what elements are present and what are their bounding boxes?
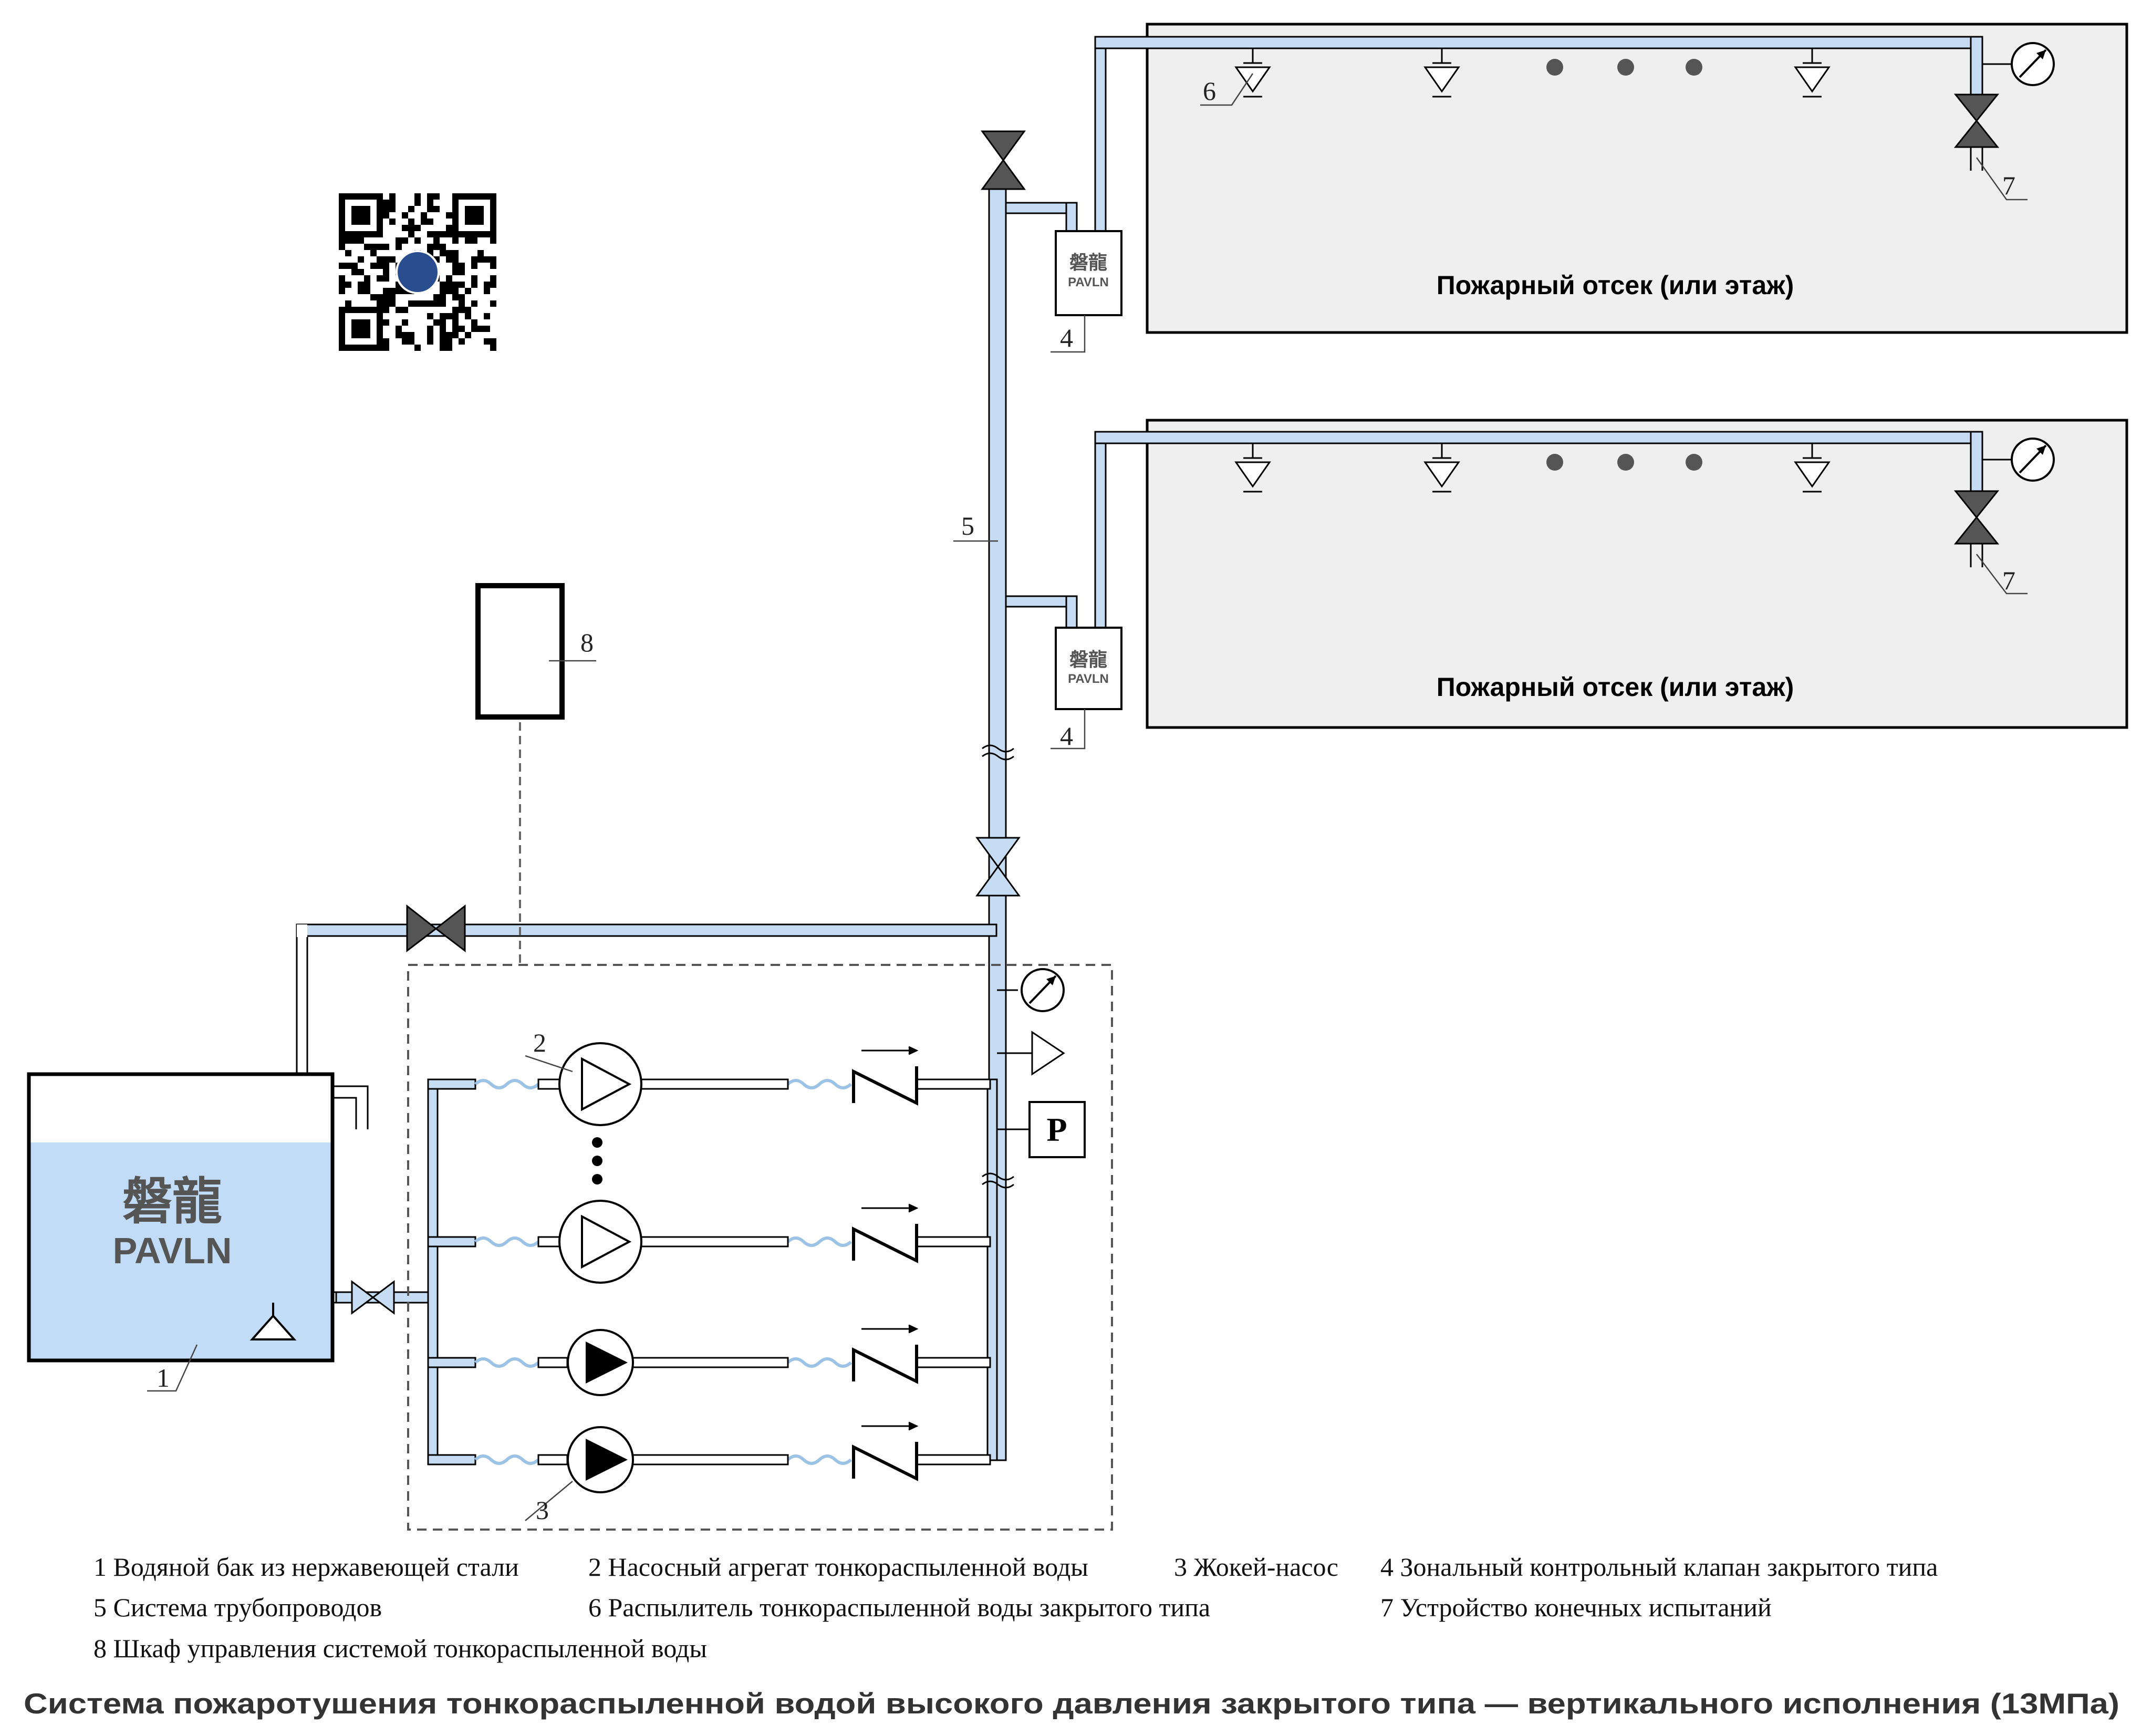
nozzles-lower (1235, 442, 1830, 493)
riser-top-valve (981, 130, 1026, 190)
main-pump-2 (558, 1200, 642, 1284)
legend-item-5: 5 Система трубопроводов (93, 1593, 382, 1622)
jockey-pump-2 (567, 1426, 634, 1493)
zone-valve-upper: 磐龍 PAVLN (1055, 230, 1122, 316)
legend-item-4: 4 Зональный контрольный клапан закрытого… (1380, 1552, 1938, 1582)
pipe-break-marks (982, 744, 1014, 1189)
jockey-pump-1 (567, 1329, 634, 1396)
suction-valve (351, 1280, 395, 1315)
legend-item-7: 7 Устройство конечных испытаний (1380, 1593, 1772, 1622)
pump-station-boundary (407, 964, 1113, 1531)
callout-leaders (147, 73, 2028, 1521)
callout-7-lower: 7 (2002, 566, 2015, 595)
nozzles-upper (1235, 47, 1830, 98)
callout-1: 1 (157, 1363, 170, 1392)
legend-item-6: 6 Распылитель тонкораспыленной воды закр… (588, 1593, 1210, 1622)
end-test-device-lower (1953, 438, 2055, 567)
riser-valve (975, 837, 1021, 897)
legend-item-3: 3 Жокей-насос (1174, 1552, 1338, 1582)
water-tank: 磐龍 PAVLN (27, 1072, 335, 1363)
end-test-device-upper (1953, 42, 2055, 171)
zone-valve-lower: 磐龍 PAVLN (1055, 627, 1122, 710)
zone-valve-lower-brand-en: PAVLN (1068, 672, 1109, 686)
qr-code (339, 193, 496, 351)
callout-4-upper: 4 (1060, 323, 1073, 352)
callout-6: 6 (1203, 76, 1216, 106)
legend-item-1: 1 Водяной бак из нержавеющей стали (93, 1552, 519, 1582)
zone-title-upper: Пожарный отсек (или этаж) (1437, 271, 1794, 300)
zone-title-lower: Пожарный отсек (или этаж) (1437, 672, 1794, 702)
pressure-switch: P (997, 1101, 1086, 1158)
fire-zone-upper (1146, 23, 2128, 334)
callout-5: 5 (961, 511, 974, 540)
fire-zone-lower (1146, 419, 2128, 729)
main-pump-1 (558, 1042, 642, 1126)
tank-brand-en: PAVLN (113, 1230, 232, 1271)
test-line-valve (406, 904, 466, 953)
check-valves (852, 1046, 919, 1481)
callout-4-lower: 4 (1060, 721, 1073, 751)
main-pump-dots (592, 1137, 602, 1184)
control-cabinet (475, 583, 565, 720)
pressure-gauge-pump (997, 968, 1065, 1012)
tank-brand-cn: 磐龍 (122, 1173, 222, 1231)
legend-item-2: 2 Насосный агрегат тонкораспыленной воды (588, 1552, 1088, 1582)
zone-valve-upper-brand-cn: 磐龍 (1069, 252, 1107, 274)
legend: 1 Водяной бак из нержавеющей стали 2 Нас… (93, 1552, 1938, 1663)
callout-3: 3 (536, 1495, 549, 1525)
legend-item-8: 8 Шкаф управления системой тонкораспылен… (93, 1634, 707, 1663)
callout-2: 2 (533, 1028, 546, 1057)
pipe-system (267, 36, 1983, 1465)
pressure-switch-label: P (1046, 1111, 1067, 1148)
pump-rows (537, 1078, 991, 1465)
callout-7-upper: 7 (2002, 171, 2015, 200)
relief-valve (997, 1031, 1065, 1076)
flexible-connectors (474, 1079, 853, 1465)
callout-8: 8 (580, 628, 594, 657)
zone-valve-lower-brand-cn: 磐龍 (1069, 649, 1107, 671)
zone-valve-upper-brand-en: PAVLN (1068, 275, 1109, 289)
diagram-caption: Система пожаротушения тонкораспыленной в… (24, 1687, 2119, 1720)
